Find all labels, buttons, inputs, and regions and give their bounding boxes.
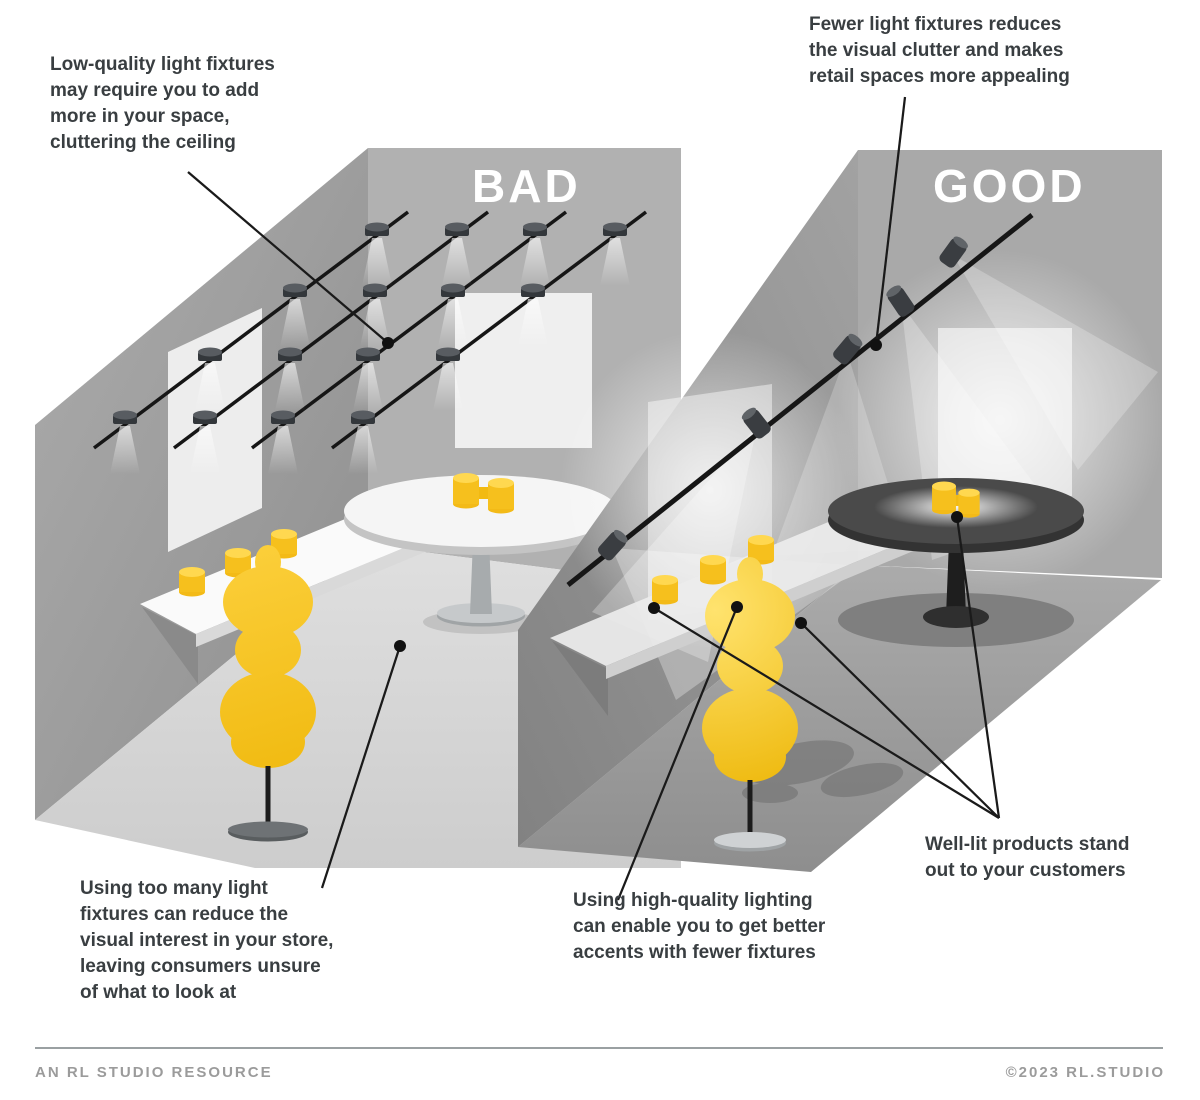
annotation-line: of what to look at [80,982,237,1003]
good-table-products [932,481,980,518]
annotation-line: can enable you to get better [573,916,826,937]
annotation-line: Low-quality light fixtures [50,54,275,75]
annotation-line: Fewer light fixtures reduces [809,14,1062,35]
callout-dot [382,337,394,349]
annotation-line: the visual clutter and makes [809,40,1064,61]
bad-mannequin [220,545,316,842]
good-room-scene [518,150,1165,872]
footer-credit-left: AN RL STUDIO RESOURCE [35,1064,273,1081]
annotation-bottom-left: Using too many light fixtures can reduce… [80,876,333,1006]
annotation-line: leaving consumers unsure [80,956,321,977]
annotation-line: Well-lit products stand [925,834,1130,855]
callout-line-top-left [187,171,389,344]
callout-line-bottom-middle [616,606,739,901]
callout-dots [382,337,963,652]
callout-dot [870,339,882,351]
annotation-line: Using high-quality lighting [573,890,813,911]
bad-light-tracks [92,210,648,450]
bad-wall-art-back [455,293,592,448]
callout-dot [394,640,406,652]
good-room-label: GOOD [933,160,1086,212]
annotation-line: cluttering the ceiling [50,132,236,153]
bad-room-label: BAD [472,160,581,212]
annotation-line: accents with fewer fixtures [573,942,816,963]
annotation-line: retail spaces more appealing [809,66,1070,87]
annotation-top-left: Low-quality light fixtures may require y… [50,52,275,156]
bad-table-products [453,473,514,514]
callout-lines [187,96,1001,901]
annotation-bottom-right: Well-lit products stand out to your cust… [925,832,1129,884]
bad-round-table [344,473,618,634]
callout-line-well-lit-table [955,516,1001,819]
good-wall-art-back [938,328,1072,496]
good-light-track [566,213,1034,587]
callout-dot [731,601,743,613]
annotation-line: out to your customers [925,860,1126,881]
callout-line-top-right [874,96,907,346]
annotation-top-right: Fewer light fixtures reduces the visual … [809,12,1070,90]
callout-dot [648,602,660,614]
annotation-bottom-middle: Using high-quality lighting can enable y… [573,888,825,966]
callout-line-bottom-left [320,645,402,889]
annotation-line: visual interest in your store, [80,930,334,951]
callout-dot [795,617,807,629]
annotation-line: more in your space, [50,106,230,127]
callout-dot [951,511,963,523]
bad-wall-art-left [168,308,262,552]
annotation-line: Using too many light [80,878,268,899]
footer-copyright: ©2023 RL.STUDIO [1005,1064,1165,1081]
annotation-line: may require you to add [50,80,260,101]
annotation-line: fixtures can reduce the [80,904,289,925]
